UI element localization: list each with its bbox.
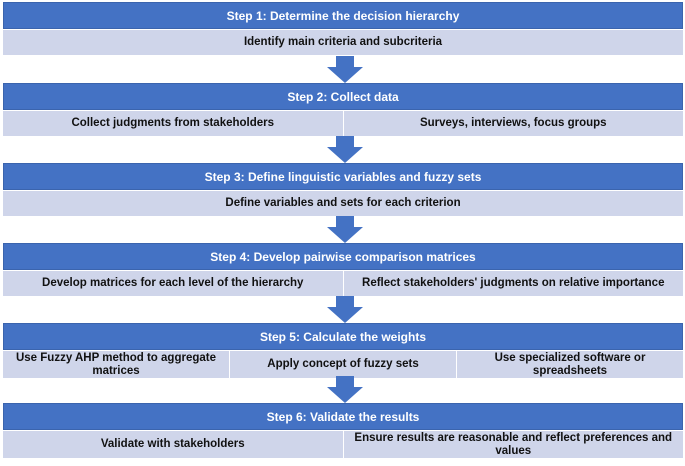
step-5-item-1: Use Fuzzy AHP method to aggregate matric… [3, 350, 230, 378]
step-3-items: Define variables and sets for each crite… [3, 190, 683, 216]
step-2-items: Collect judgments from stakeholders Surv… [3, 110, 683, 136]
down-arrow-icon [327, 296, 363, 323]
step-2-item-2: Surveys, interviews, focus groups [343, 110, 683, 136]
step-2-item-1: Collect judgments from stakeholders [3, 110, 344, 136]
step-2: Step 2: Collect data Collect judgments f… [3, 83, 683, 136]
step-6-item-1: Validate with stakeholders [3, 430, 344, 458]
step-1-items: Identify main criteria and subcriteria [3, 29, 683, 55]
step-2-title: Step 2: Collect data [3, 83, 683, 110]
down-arrow-icon [327, 216, 363, 243]
step-4: Step 4: Develop pairwise comparison matr… [3, 243, 683, 296]
step-5-title: Step 5: Calculate the weights [3, 323, 683, 350]
step-3-title: Step 3: Define linguistic variables and … [3, 163, 683, 190]
step-5: Step 5: Calculate the weights Use Fuzzy … [3, 323, 683, 378]
step-4-title: Step 4: Develop pairwise comparison matr… [3, 243, 683, 270]
step-3-item-1: Define variables and sets for each crite… [3, 190, 683, 216]
step-1: Step 1: Determine the decision hierarchy… [3, 2, 683, 55]
down-arrow-icon [327, 56, 363, 83]
step-5-item-2: Apply concept of fuzzy sets [230, 350, 457, 378]
step-6: Step 6: Validate the results Validate wi… [3, 403, 683, 458]
step-5-item-3: Use specialized software or spreadsheets [457, 350, 683, 378]
step-6-title: Step 6: Validate the results [3, 403, 683, 430]
step-1-item-1: Identify main criteria and subcriteria [3, 29, 683, 55]
step-4-item-2: Reflect stakeholders' judgments on relat… [343, 270, 683, 296]
step-1-title: Step 1: Determine the decision hierarchy [3, 2, 683, 29]
step-3: Step 3: Define linguistic variables and … [3, 163, 683, 216]
step-6-items: Validate with stakeholders Ensure result… [3, 430, 683, 458]
step-5-items: Use Fuzzy AHP method to aggregate matric… [3, 350, 683, 378]
step-4-items: Develop matrices for each level of the h… [3, 270, 683, 296]
step-4-item-1: Develop matrices for each level of the h… [3, 270, 344, 296]
step-6-item-2: Ensure results are reasonable and reflec… [343, 430, 683, 458]
down-arrow-icon [327, 136, 363, 163]
down-arrow-icon [327, 376, 363, 403]
